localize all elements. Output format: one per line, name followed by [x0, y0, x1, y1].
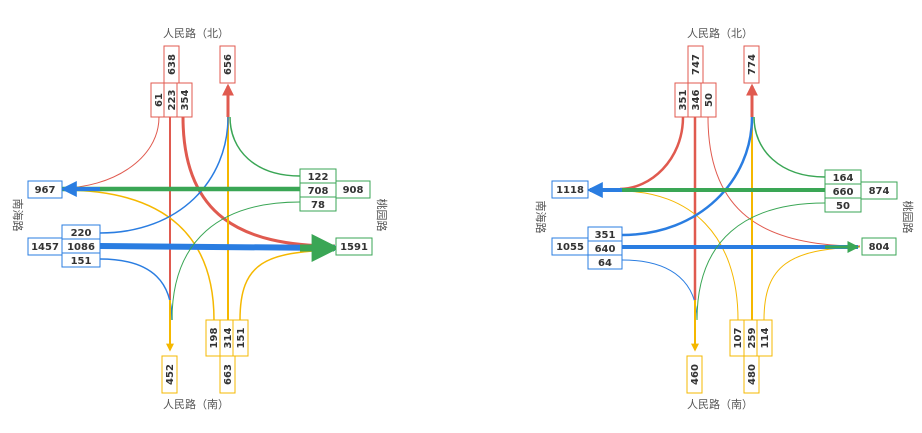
diagram-1: 人民路（北） 人民路（南） 南海路 桃园路 638 656 61 223 354…: [11, 27, 389, 411]
flow-west-left: [99, 116, 229, 234]
road-label-west: 南海路: [11, 199, 25, 232]
flow-south-left: [239, 249, 336, 321]
north-through-count: 223: [167, 90, 178, 111]
flow-east-left: [696, 202, 826, 321]
north-exit-count: 656: [223, 54, 234, 75]
west-approach-boxes: 1118 1055 351 640 64: [551, 180, 623, 270]
north-out-count: 747: [691, 54, 702, 75]
south-left-count: 114: [760, 328, 771, 349]
road-label-north: 人民路（北）: [687, 27, 753, 40]
flow-west-right: [99, 258, 173, 321]
west-approach-boxes: 967 1457 220 1086 151: [27, 180, 101, 268]
west-right-count: 64: [598, 258, 612, 269]
flow-west-left: [621, 116, 754, 237]
east-left-count: 50: [836, 201, 850, 212]
north-right-count: 50: [704, 93, 715, 107]
east-right-count: 122: [308, 172, 329, 183]
road-label-east: 桃园路: [375, 199, 389, 232]
diagram-2-flows: [586, 83, 861, 352]
north-right-count: 354: [180, 90, 191, 111]
south-exit-count: 460: [690, 364, 701, 385]
flow-south-right: [619, 190, 739, 321]
east-out-count: 874: [869, 186, 890, 197]
north-through-count: 346: [691, 90, 702, 111]
east-approach-boxes: 164 660 50 874 804: [824, 169, 898, 256]
flow-east-right: [753, 116, 826, 178]
west-out-count: 1457: [31, 242, 59, 253]
flow-west-through: [99, 243, 336, 251]
east-out-count: 908: [343, 185, 364, 196]
north-left-count: 351: [678, 90, 689, 111]
west-out-count: 1055: [556, 242, 584, 253]
south-right-count: 198: [209, 328, 220, 349]
south-out-count: 663: [223, 364, 234, 385]
flow-south-right: [61, 189, 215, 321]
flow-east-left: [171, 201, 301, 321]
south-approach-boxes: 107 259 114 480 460: [686, 319, 773, 394]
west-left-count: 220: [71, 228, 92, 239]
south-right-count: 107: [733, 328, 744, 349]
north-approach-boxes: 638 656 61 223 354: [150, 45, 236, 118]
road-label-east: 桃园路: [901, 201, 915, 234]
west-exit-count: 967: [35, 185, 56, 196]
road-label-west: 南海路: [534, 201, 548, 234]
south-through-count: 314: [223, 328, 234, 349]
south-left-count: 151: [236, 328, 247, 349]
road-label-south: 人民路（南）: [687, 398, 753, 411]
road-label-north: 人民路（北）: [163, 27, 229, 40]
south-out-count: 480: [747, 364, 758, 385]
flow-north-left: [619, 116, 685, 191]
west-right-count: 151: [71, 256, 92, 267]
west-through-count: 1086: [67, 242, 95, 253]
east-left-count: 78: [311, 200, 325, 211]
east-through-count: 660: [833, 187, 854, 198]
east-exit-count: 804: [869, 242, 890, 253]
flow-east-right: [229, 116, 301, 177]
flow-south-left: [763, 246, 861, 321]
east-approach-boxes: 122 708 78 908 1591: [299, 168, 373, 256]
west-left-count: 351: [595, 230, 616, 241]
west-through-count: 640: [595, 244, 616, 255]
south-approach-boxes: 198 314 151 663 452: [161, 319, 249, 394]
south-through-count: 259: [747, 328, 758, 349]
flow-north-right: [707, 116, 861, 247]
east-exit-count: 1591: [340, 242, 368, 253]
north-out-count: 638: [167, 54, 178, 75]
west-exit-count: 1118: [556, 185, 584, 196]
east-right-count: 164: [833, 173, 854, 184]
north-approach-boxes: 747 774 351 346 50: [674, 45, 760, 118]
diagram-2: 人民路（北） 人民路（南） 南海路 桃园路 747 774 351 346 50…: [534, 27, 915, 411]
east-through-count: 708: [308, 186, 329, 197]
south-exit-count: 452: [165, 364, 176, 385]
flow-west-right: [621, 259, 698, 321]
flow-north-left: [61, 116, 160, 189]
road-label-south: 人民路（南）: [163, 398, 229, 411]
north-exit-count: 774: [747, 54, 758, 75]
north-left-count: 61: [154, 93, 165, 107]
diagram-1-flows: [60, 83, 340, 352]
